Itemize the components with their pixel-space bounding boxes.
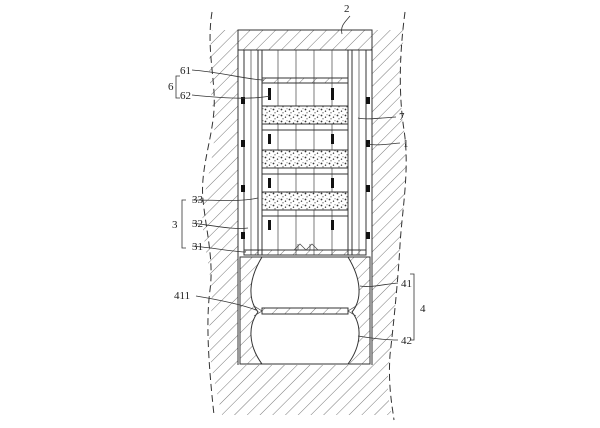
- support-structure: [237, 49, 373, 365]
- rock-wall: [202, 29, 407, 415]
- label-7: 7: [399, 111, 405, 123]
- label-411: 411: [174, 290, 190, 302]
- label-6: 6: [168, 81, 174, 93]
- label-2: 2: [344, 3, 350, 15]
- label-31: 31: [192, 241, 203, 253]
- label-32: 32: [192, 218, 203, 230]
- leader-lines: [175, 15, 415, 341]
- label-41: 41: [401, 278, 412, 290]
- excavation-outline-right: [388, 11, 407, 421]
- label-4: 4: [420, 303, 426, 315]
- cavity-support: [239, 256, 371, 365]
- labels: 2 6 61 62 7 1 3 33 32 31 411 41 4 42: [168, 3, 426, 347]
- label-61: 61: [180, 65, 191, 77]
- label-33: 33: [192, 194, 204, 206]
- label-62: 62: [180, 90, 191, 102]
- label-42: 42: [401, 335, 412, 347]
- label-1: 1: [403, 138, 409, 150]
- label-3: 3: [172, 219, 178, 231]
